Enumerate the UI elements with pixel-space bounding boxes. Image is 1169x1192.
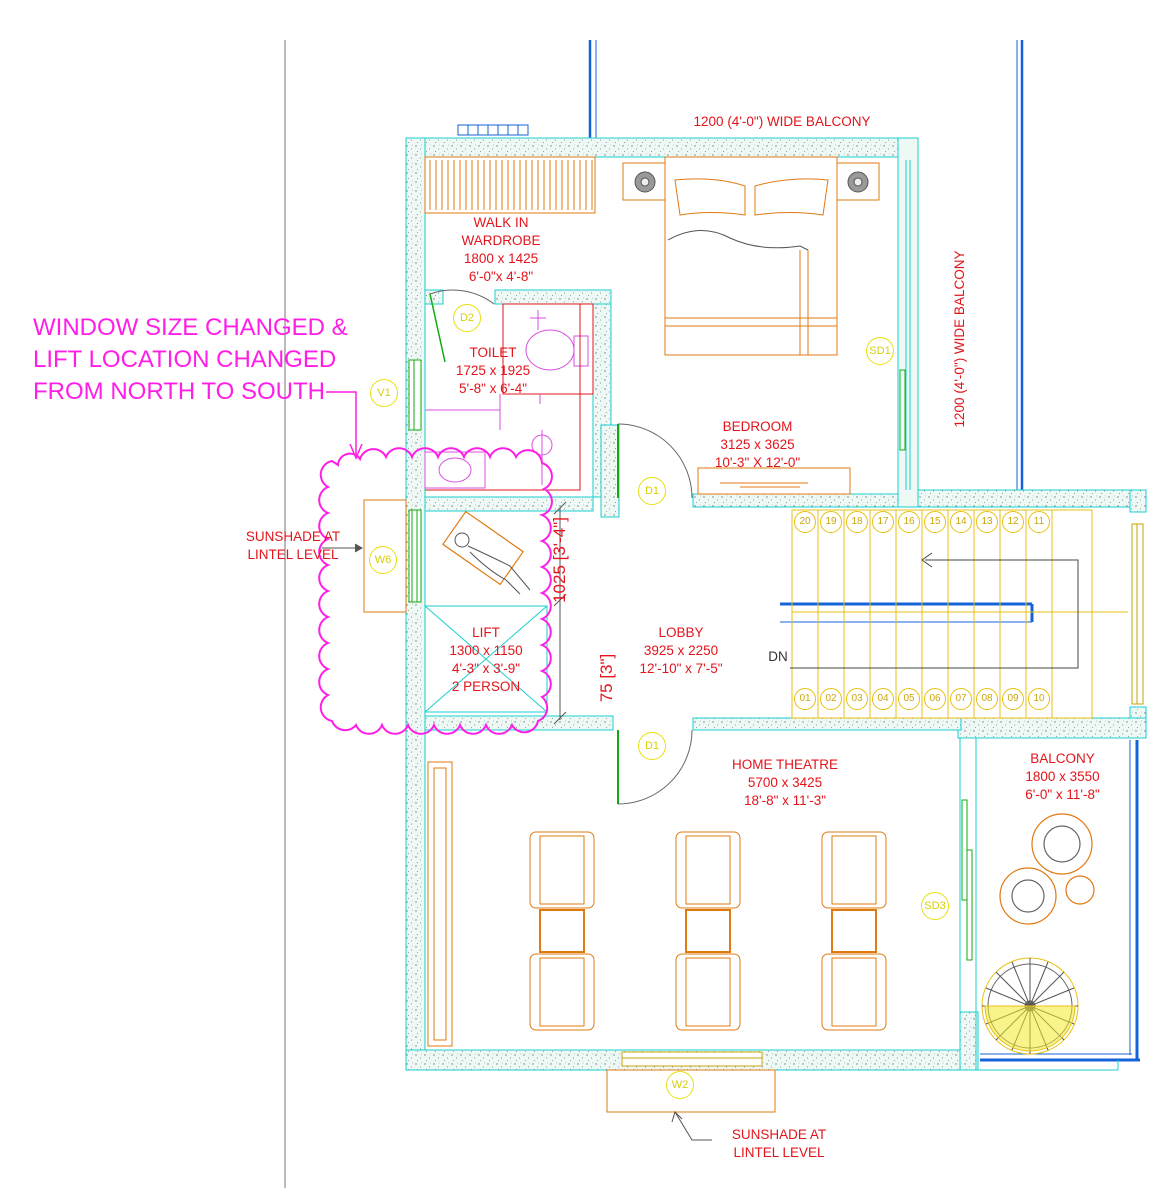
tag-sd3: SD3	[921, 892, 949, 920]
lobby-size-mm: 3925 x 2250	[643, 643, 719, 658]
lobby-label: LOBBY 3925 x 2250 12'-10" x 7'-5"	[616, 624, 746, 678]
stair-step: 11	[1028, 511, 1050, 533]
lift-capacity: 2 PERSON	[451, 679, 521, 694]
stair-dn-label: DN	[768, 649, 788, 664]
left-sunshade-note: SUNSHADE AT LINTEL LEVEL	[228, 528, 358, 564]
theatre-size-ft: 18'-8" x 11'-3"	[743, 793, 827, 808]
stair	[791, 509, 1128, 719]
left-sunshade-line2: LINTEL LEVEL	[247, 547, 339, 562]
console-table	[697, 467, 851, 495]
stair-step: 16	[898, 511, 920, 533]
wardrobe-label: WALK IN WARDROBE 1800 x 1425 6'-0"x 4'-8…	[436, 214, 566, 286]
top-balcony-note: 1200 (4'-0") WIDE BALCONY	[693, 114, 871, 129]
stair-step: 15	[924, 511, 946, 533]
toilet-size-mm: 1725 x 1925	[455, 363, 531, 378]
revision-note-line2: LIFT LOCATION CHANGED	[33, 346, 337, 373]
toilet-name: TOILET	[469, 345, 517, 360]
bottom-sunshade-line1: SUNSHADE AT	[731, 1127, 827, 1142]
tag-d1-lower: D1	[638, 732, 666, 760]
balcony-rails	[588, 40, 1140, 1062]
balcony-name: BALCONY	[1030, 751, 1095, 766]
balcony-size-mm: 1800 x 3550	[1025, 769, 1100, 784]
revision-arrow	[326, 391, 363, 460]
bedroom-size-ft: 10'-3" X 12'-0"	[714, 455, 801, 470]
stair-step: 08	[976, 688, 998, 710]
stair-step: 05	[898, 688, 920, 710]
lift-size-mm: 1300 x 1150	[449, 643, 523, 658]
lift-label: LIFT 1300 x 1150 4'-3" x 3'-9" 2 PERSON	[426, 624, 546, 696]
toilet-fixtures	[424, 303, 594, 489]
tag-w6: W6	[369, 546, 397, 574]
theatre-screen	[427, 761, 453, 1047]
stair-step: 09	[1002, 688, 1024, 710]
lift-name: LIFT	[472, 625, 500, 640]
leader-lines	[322, 543, 712, 1141]
toilet-label: TOILET 1725 x 1925 5'-8" x 6'-4"	[428, 344, 558, 398]
bedroom-label: BEDROOM 3125 x 3625 10'-3" X 12'-0"	[690, 418, 825, 472]
wardrobe-name-2: WARDROBE	[461, 233, 541, 248]
lobby-name: LOBBY	[658, 625, 704, 640]
wardrobe-size-mm: 1800 x 1425	[463, 251, 539, 266]
lift-size-ft: 4'-3" x 3'-9"	[451, 661, 520, 676]
revision-note-line3: FROM NORTH TO SOUTH	[33, 378, 326, 405]
toilet-size-ft: 5'-8" x 6'-4"	[458, 381, 527, 396]
person-sketch	[454, 532, 531, 595]
stair-step: 06	[924, 688, 946, 710]
tag-sd1: SD1	[866, 337, 894, 365]
stair-step: 04	[872, 688, 894, 710]
revision-cloud	[318, 447, 553, 735]
tag-w2: W2	[666, 1071, 694, 1099]
stair-step: 02	[820, 688, 842, 710]
balcony-size-ft: 6'-0" x 11'-8"	[1025, 787, 1100, 802]
stair-step: 12	[1002, 511, 1024, 533]
wardrobe	[424, 156, 596, 214]
theatre-label: HOME THEATRE 5700 x 3425 18'-8" x 11'-3"	[710, 756, 860, 810]
right-balcony-note: 1200 (4'-0") WIDE BALCONY	[952, 250, 967, 428]
lounge-chair	[442, 510, 524, 586]
stair-step: 20	[794, 511, 816, 533]
bottom-sunshade-note: SUNSHADE AT LINTEL LEVEL	[714, 1126, 844, 1162]
dimension-upper: 1025 [3'-4"]	[550, 517, 569, 603]
lobby-size-ft: 12'-10" x 7'-5"	[639, 661, 723, 676]
stair-step: 13	[976, 511, 998, 533]
balcony-label: BALCONY 1800 x 3550 6'-0" x 11'-8"	[1000, 750, 1125, 804]
windows	[408, 124, 1144, 1067]
lift	[424, 605, 548, 713]
recliners	[529, 831, 887, 1031]
dimension-lines	[553, 501, 567, 725]
left-sunshade-line1: SUNSHADE AT	[245, 529, 341, 544]
stair-step: 19	[820, 511, 842, 533]
tag-d1-upper: D1	[638, 477, 666, 505]
stair-step: 14	[950, 511, 972, 533]
sliding-doors	[899, 369, 973, 961]
stair-step: 17	[872, 511, 894, 533]
wardrobe-name-1: WALK IN	[473, 215, 529, 230]
stair-step: 10	[1028, 688, 1050, 710]
toilet-walls	[425, 304, 581, 491]
revision-note: WINDOW SIZE CHANGED & LIFT LOCATION CHAN…	[33, 312, 348, 408]
revision-note-line1: WINDOW SIZE CHANGED &	[33, 314, 348, 341]
stair-step: 07	[950, 688, 972, 710]
tag-v1: V1	[370, 379, 398, 407]
sunshades	[363, 499, 776, 1113]
bed	[622, 156, 880, 356]
theatre-size-mm: 5700 x 3425	[747, 775, 823, 790]
stair-step: 03	[846, 688, 868, 710]
dimension-lower: 75 [3"]	[597, 653, 616, 703]
spiral-stair	[981, 957, 1079, 1055]
wardrobe-size-ft: 6'-0"x 4'-8"	[468, 269, 534, 284]
doors	[429, 289, 693, 805]
stair-arrow	[790, 552, 1079, 669]
stair-step: 18	[846, 511, 868, 533]
tag-d2: D2	[453, 304, 481, 332]
bedroom-size-mm: 3125 x 3625	[720, 437, 795, 452]
balcony-tables	[999, 813, 1095, 925]
theatre-name: HOME THEATRE	[731, 757, 838, 772]
bedroom-name: BEDROOM	[722, 419, 793, 434]
stair-step: 01	[794, 688, 816, 710]
bottom-sunshade-line2: LINTEL LEVEL	[733, 1145, 825, 1160]
